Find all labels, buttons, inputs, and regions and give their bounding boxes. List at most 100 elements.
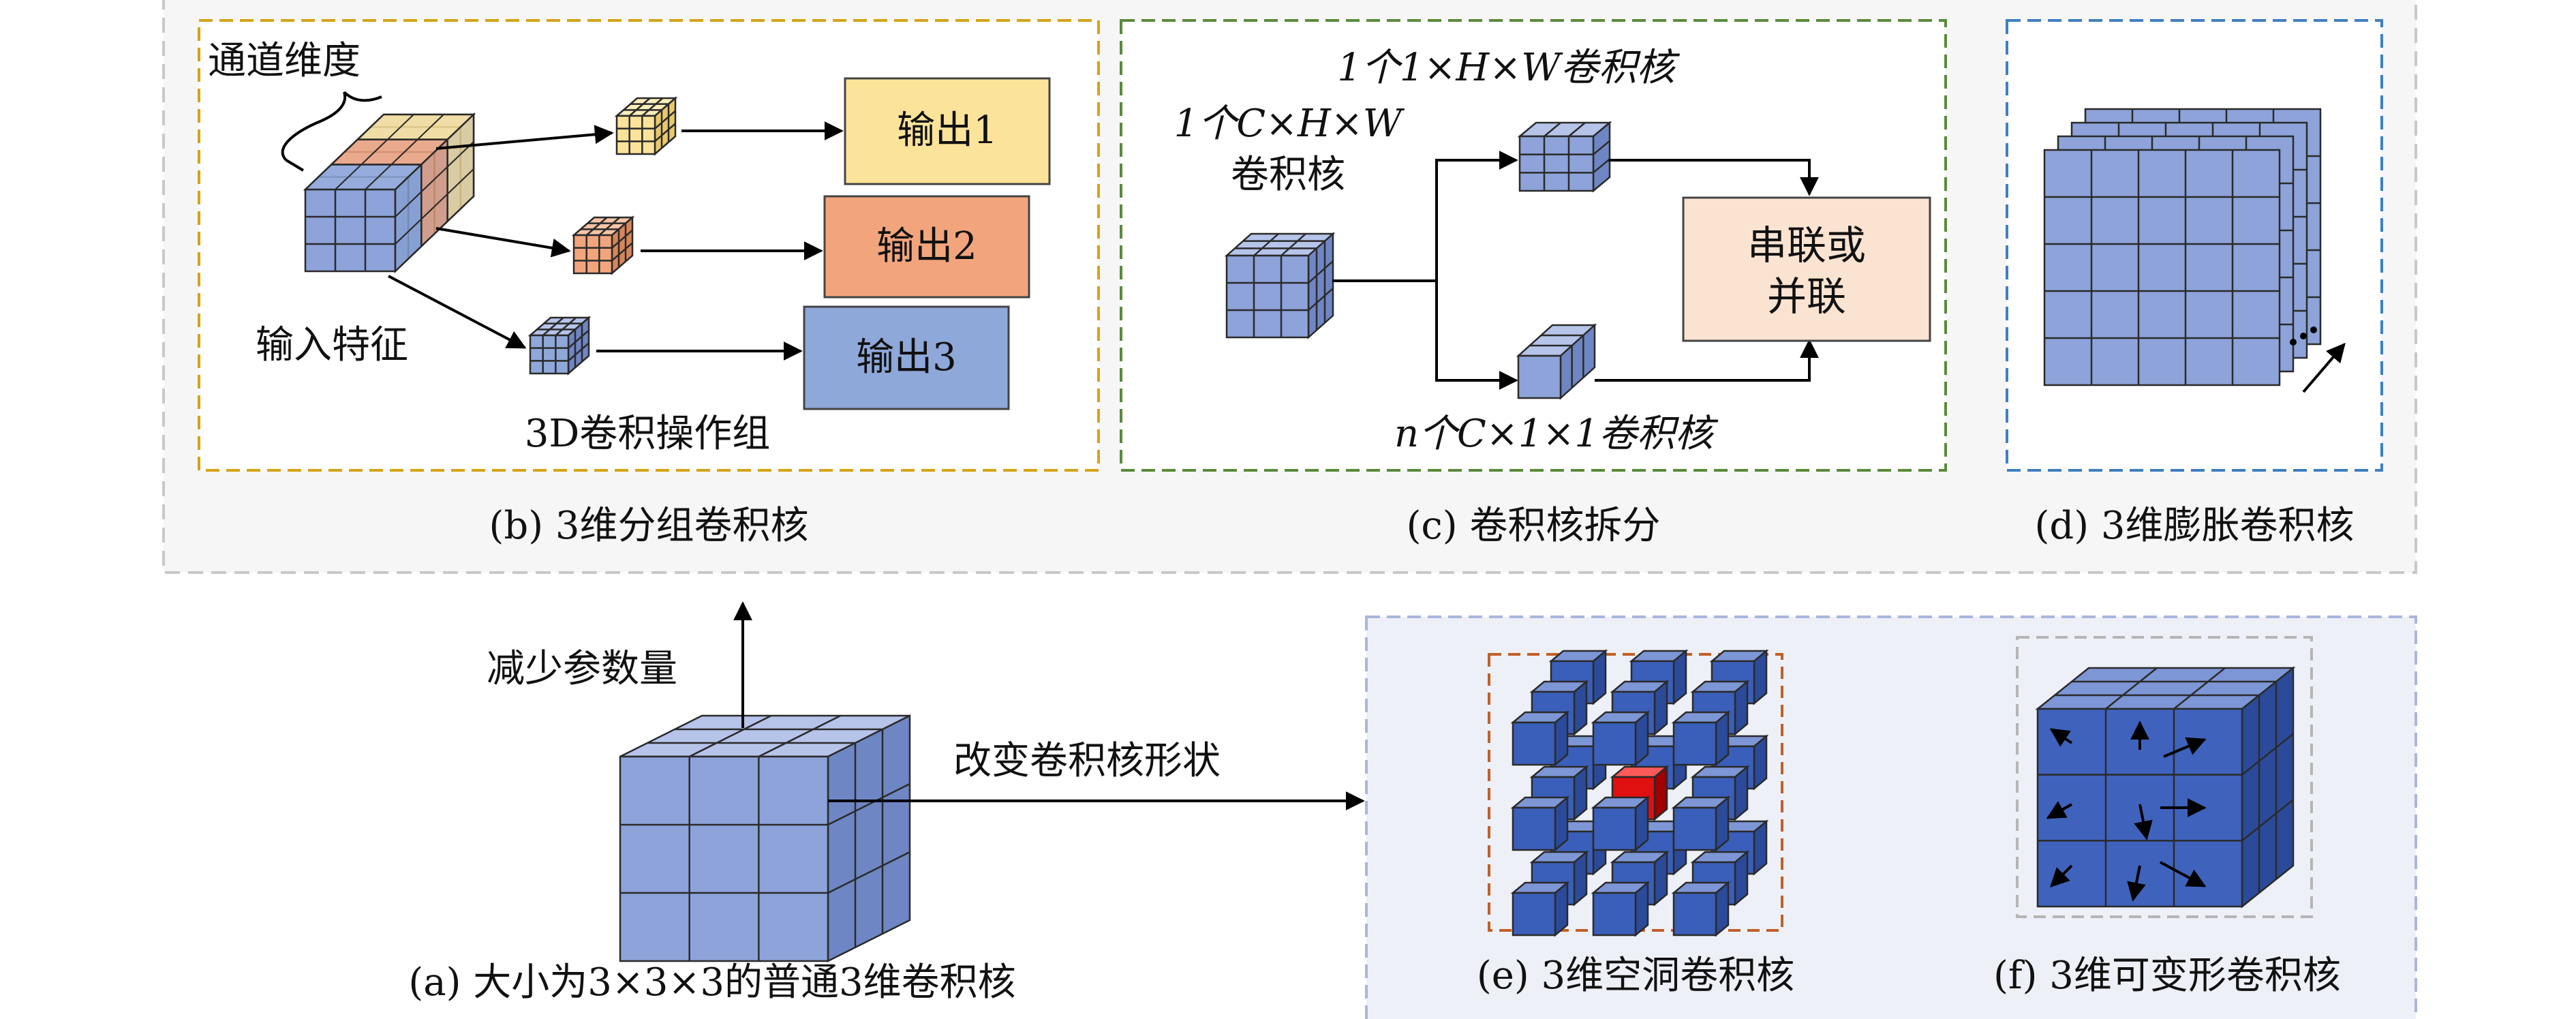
panel-e [1488, 649, 1783, 937]
input-cube-grid [390, 151, 405, 166]
dilated-cube [1671, 881, 1731, 937]
caption-a: (a) 大小为3×3×3的普通3维卷积核 [408, 960, 1015, 1005]
deform-kernel-side [2241, 666, 2295, 909]
sparse-cube-side [1554, 710, 1569, 767]
sparse-cube-front [1512, 721, 1557, 766]
caption-f: (f) 3维可变形卷积核 [1993, 954, 2341, 998]
offset-arrow-3 [2163, 737, 2207, 758]
sparse-cube-side [1554, 881, 1569, 937]
group-kernel-1 [614, 96, 678, 156]
change-shape-label: 改变卷积核形状 [953, 739, 1221, 783]
panel-a: 减少参数量 改变卷积核形状 (a) 大小为3×3×3的普通3维卷积核 [408, 601, 1365, 1005]
sparse-cube-side [1653, 680, 1668, 736]
std-kernel-front [619, 755, 829, 962]
kernel-3-grid [568, 329, 589, 349]
dilated-conv-kernel [1510, 649, 1769, 937]
sparse-cube-side [1592, 649, 1607, 705]
kernel-2-front [572, 234, 613, 275]
full-kernel-grid [1281, 233, 1306, 256]
group-kernel-3 [527, 316, 592, 376]
input-cube-grid [365, 176, 379, 190]
sparse-cube-side [1715, 795, 1730, 852]
left-kernel-label-2: 卷积核 [1231, 153, 1345, 197]
full-kernel-cube [1224, 232, 1336, 339]
sparse-cube-front [1672, 721, 1717, 766]
kernel-1-grid [628, 97, 651, 117]
std-kernel-grid [827, 851, 910, 894]
deform-kernel-grid [2173, 667, 2226, 710]
sparse-cube-side [1753, 734, 1768, 791]
input-cube-grid [335, 176, 349, 190]
spatial-kernel-grid [1593, 140, 1610, 155]
sparse-cube-side [1753, 649, 1768, 705]
offset-arrow-4 [2046, 801, 2072, 819]
depth-arrow [2302, 342, 2346, 393]
standard-3x3x3-kernel [619, 714, 911, 963]
arrow-to-bottom-kernel [1435, 281, 1518, 390]
pointwise-kernel-cube [1516, 323, 1597, 400]
full-kernel-front [1225, 254, 1310, 339]
kernel-3-grid [555, 317, 577, 336]
full-kernel-grid [1308, 260, 1334, 284]
offset-arrow-8 [2127, 865, 2146, 902]
deformable-offset-arrows [2046, 720, 2207, 902]
kernel-2-grid [611, 229, 633, 249]
sparse-cube-front [1672, 806, 1717, 851]
kernel-3-grid [568, 342, 589, 362]
deformable-conv-kernel [2035, 666, 2296, 909]
output-3-label: 输出3 [856, 335, 957, 380]
full-kernel-grid [1253, 233, 1279, 256]
group-kernel-2 [571, 215, 635, 275]
spatial-kernel-grid [1544, 122, 1561, 137]
sparse-cube-front [1512, 892, 1557, 937]
input-cube-grid [378, 164, 393, 178]
sparse-cube-side [1715, 710, 1730, 767]
arrow-to-top-kernel [1435, 151, 1518, 281]
channel-brace-lower [285, 159, 305, 172]
panel-b: 通道维度 输出1 输出2 输出3 输入特征 3D卷积操作组 [198, 19, 1100, 472]
spatial-kernel-front [1518, 135, 1595, 192]
input-cube-grid [403, 138, 418, 153]
pointwise-kernel-front [1517, 354, 1562, 399]
stack-dot-3 [2310, 326, 2317, 333]
caption-b: (b) 3维分组卷积核 [489, 504, 809, 548]
kernel-2-grid [585, 217, 608, 236]
sparse-cube-side [1653, 850, 1668, 907]
input-cube-grid [400, 114, 414, 128]
input-cube-grid [395, 168, 474, 245]
offset-arrow-9 [2160, 861, 2207, 887]
spatial-kernel-grid [1568, 122, 1586, 137]
arrow-bottom-to-concat [1595, 339, 1819, 382]
arrow-input-to-k3 [388, 275, 527, 349]
sparse-cube-side [1634, 795, 1649, 852]
input-cube-grid [348, 164, 363, 178]
group-op-label: 3D卷积操作组 [525, 412, 771, 456]
sparse-cube-side [1715, 881, 1730, 937]
std-kernel-grid [758, 714, 841, 758]
sparse-cube-side [1634, 710, 1649, 767]
sparse-cube-side [1573, 680, 1588, 736]
sparse-cube-front [1592, 892, 1637, 937]
kernel-2-grid [598, 217, 621, 236]
input-cube-grid [386, 126, 401, 140]
sparse-cube-side [1753, 819, 1768, 876]
sparse-cube-front [1512, 806, 1557, 851]
concat-label-2: 并联 [1767, 273, 1846, 320]
output-2-label: 输出2 [876, 224, 977, 269]
concat-label-1: 串联或 [1747, 222, 1866, 269]
spatial-kernel-grid [1593, 158, 1610, 174]
deform-kernel-grid [2241, 799, 2294, 842]
dilated-layer-0 [2043, 149, 2281, 386]
sparse-cube-side [1734, 680, 1749, 736]
input-feature-label: 输入特征 [256, 323, 408, 367]
dilated-cube [1591, 710, 1651, 767]
kernel-3-front [529, 334, 570, 375]
reduce-params-label: 减少参数量 [487, 647, 677, 691]
sparse-cube-side [1634, 881, 1649, 937]
top-kernel-label: 1个1×H×W卷积核 [1337, 46, 1680, 90]
sparse-cube-front [1592, 806, 1637, 851]
output-1-box [844, 77, 1051, 185]
caption-e: (e) 3维空洞卷积核 [1477, 954, 1794, 998]
arrow-top-to-concat [1608, 159, 1819, 196]
